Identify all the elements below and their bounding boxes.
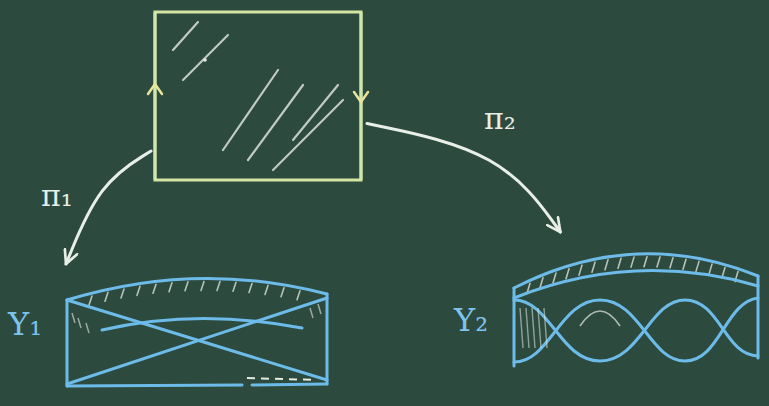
chalk-stroke [233, 282, 236, 291]
chalk-stroke [579, 265, 582, 275]
chalk-stroke [121, 289, 124, 298]
chalk-stroke [326, 294, 329, 384]
chalk-stroke [148, 84, 162, 94]
chalk-stroke [66, 300, 69, 386]
chalk-stroke [532, 308, 535, 348]
band-drawing: Y₁ [62, 268, 332, 390]
chalk-stroke [78, 318, 81, 328]
chalk-stroke [273, 100, 343, 170]
chalk-stroke [86, 323, 89, 333]
chalk-stroke [67, 385, 242, 386]
chalk-stroke [154, 12, 157, 180]
chalk-stroke [644, 257, 647, 267]
chalk-stroke [670, 258, 673, 268]
map-label: π₂ [480, 102, 520, 136]
chalk-stroke [526, 308, 529, 348]
chalk-stroke [223, 70, 278, 150]
chalk-stroke [252, 384, 327, 385]
space-label: Y₁ [6, 306, 44, 342]
chalk-stroke [72, 313, 75, 323]
chalk-stroke [137, 286, 140, 295]
chalk-stroke [566, 269, 569, 279]
chalk-stroke [757, 276, 760, 358]
chalk-stroke [201, 281, 204, 290]
chalk-stroke [553, 273, 556, 283]
chalk-stroke [89, 296, 92, 305]
chalk-stroke [281, 288, 284, 297]
map-arrow [367, 124, 560, 232]
chalk-stroke [544, 308, 547, 348]
chalk-figure [153, 10, 363, 182]
chalk-stroke [310, 308, 313, 318]
chalk-stroke [580, 311, 620, 326]
chalk-stroke [709, 264, 712, 274]
chalk-stroke [592, 262, 595, 272]
chalk-stroke [514, 298, 758, 362]
chalk-stroke [318, 304, 321, 314]
chalk-stroke [696, 261, 699, 271]
map-arrow [66, 151, 151, 264]
chalk-stroke [297, 291, 300, 300]
map-label: π₁ [37, 179, 77, 213]
chalk-stroke [249, 284, 252, 293]
chalk-stroke [67, 298, 327, 384]
chalk-stroke [203, 58, 207, 62]
chalk-stroke [185, 282, 188, 291]
chalk-stroke [105, 292, 108, 301]
chalk-stroke [618, 258, 621, 268]
chalk-stroke [217, 282, 220, 291]
chalk-figure [510, 236, 762, 371]
chalk-stroke [153, 284, 156, 293]
space-label: Y₂ [452, 302, 490, 338]
chalk-stroke [605, 260, 608, 270]
chalk-stroke [247, 378, 317, 380]
chalk-stroke [265, 285, 268, 294]
chalk-stroke [514, 271, 758, 298]
domain-square [153, 10, 363, 182]
chalk-figure [62, 268, 332, 390]
chalk-stroke [169, 283, 172, 292]
chalk-stroke [631, 257, 634, 267]
band-drawing: Y₂ [510, 236, 762, 371]
chalk-stroke [183, 35, 228, 80]
chalk-stroke [67, 278, 327, 300]
chalk-stroke [354, 92, 368, 102]
chalk-stroke [520, 308, 523, 348]
chalk-stroke [657, 257, 660, 267]
chalk-stroke [360, 12, 363, 180]
chalk-stroke [155, 12, 361, 180]
chalk-stroke [173, 22, 198, 50]
chalk-stroke [683, 259, 686, 269]
chalk-stroke [538, 308, 541, 348]
